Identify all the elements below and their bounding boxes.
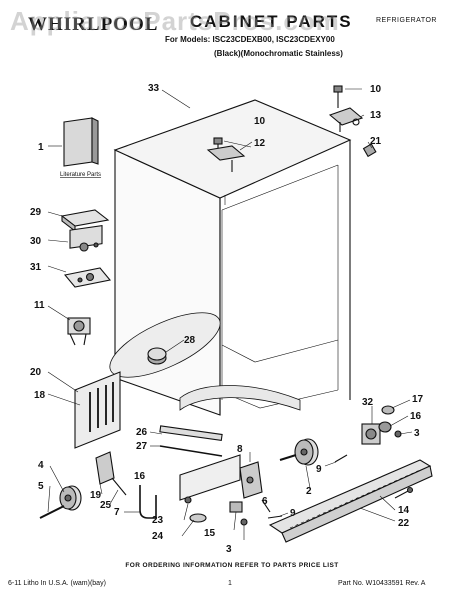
callout-19: 19 [90,490,102,501]
callout-2: 2 [306,486,312,497]
callout-33: 33 [148,83,160,94]
callout-5: 5 [38,481,44,492]
callout-3-lower: 3 [226,544,232,555]
model-variant: (Black)(Monochromatic Stainless) [214,49,343,58]
cam-16 [378,421,392,433]
tube-27 [159,445,223,457]
bolt-6 [261,499,271,513]
ordering-note: FOR ORDERING INFORMATION REFER TO PARTS … [125,562,339,569]
part-number: Part No. W10433591 Rev. A [338,580,426,587]
brand-name: WHIRLPOOL [28,14,159,35]
bracket-8 [239,461,263,499]
callout-4: 4 [38,460,44,471]
callout-12: 12 [254,138,266,149]
grille-20 [74,371,121,449]
callout-14: 14 [398,505,410,516]
tube-26 [159,425,223,442]
callout-30: 30 [30,236,42,247]
plug-21 [362,143,377,158]
bracket-19 [95,451,115,485]
product-category: REFRIGERATOR [376,17,437,24]
callout-24: 24 [152,531,164,542]
bolt-9 [334,454,348,463]
callout-17: 17 [412,394,424,405]
center-hinge-12 [206,145,246,172]
callout-29: 29 [30,207,42,218]
callout-8: 8 [237,444,243,455]
callout-28: 28 [184,335,196,346]
screw-14 [394,486,414,499]
bottom-hinge-32 [361,423,381,445]
drain-tube-7 [139,485,157,519]
callout-labels: 33 10 13 21 10 12 1 29 30 31 11 28 20 18… [30,83,424,555]
link-25 [111,477,127,496]
callout-27: 27 [136,441,148,452]
base-rail-22 [268,459,433,543]
cabinet-parts-diagram: 33 10 13 21 10 12 1 29 30 31 11 28 20 18… [30,83,433,555]
leveling-wheel-4 [59,485,82,511]
callout-11: 11 [34,300,45,311]
drain-cap-28 [147,347,167,365]
site-watermark: AppliancePartsPros.com [10,6,340,36]
callout-13: 13 [370,110,382,121]
callout-1: 1 [38,142,44,153]
screw-3b [240,518,248,526]
literature-parts-label: Literature Parts [60,172,101,178]
callout-21: 21 [370,136,382,147]
part-24 [189,513,207,523]
bushing-17 [381,405,395,415]
part-15 [229,501,243,513]
callout-32: 32 [362,397,374,408]
bolt-9b [267,515,283,519]
page-number: 1 [228,580,232,587]
callout-10: 10 [370,84,382,95]
litho-info: 6-11 Litho In U.S.A. (wam)(bay) [8,580,106,587]
callout-25: 25 [100,500,112,511]
callout-10-top: 10 [254,116,266,127]
page-title: CABINET PARTS [190,12,353,31]
callout-26: 26 [136,427,148,438]
callout-23: 23 [152,515,164,526]
callout-16-lower: 16 [134,471,146,482]
roller-wheel-2 [279,438,319,466]
leader-lines [47,88,413,540]
callout-6: 6 [262,496,268,507]
circuit-board-31 [63,267,112,288]
pad-part-29 [60,209,110,233]
literature-booklet [63,117,99,167]
valve-11 [67,317,91,346]
callout-3: 3 [414,428,420,439]
page-header: WHIRLPOOL CABINET PARTS REFRIGERATOR For… [0,0,464,62]
callout-7: 7 [114,507,120,518]
callout-22: 22 [398,518,410,529]
callout-15: 15 [204,528,216,539]
callout-16: 16 [410,411,422,422]
bolt-5 [39,505,65,519]
part-23 [184,496,192,504]
toe-panel [179,454,241,501]
callout-9: 9 [316,464,322,475]
control-module-30 [69,225,103,252]
callout-31: 31 [30,262,42,273]
callout-9-lower: 9 [290,508,296,519]
callout-20: 20 [30,367,42,378]
screw-10 [333,85,343,108]
top-hinge-13 [328,107,364,132]
model-numbers: For Models: ISC23CDEXB00, ISC23CDEXY00 [165,35,335,44]
callout-18: 18 [34,390,46,401]
